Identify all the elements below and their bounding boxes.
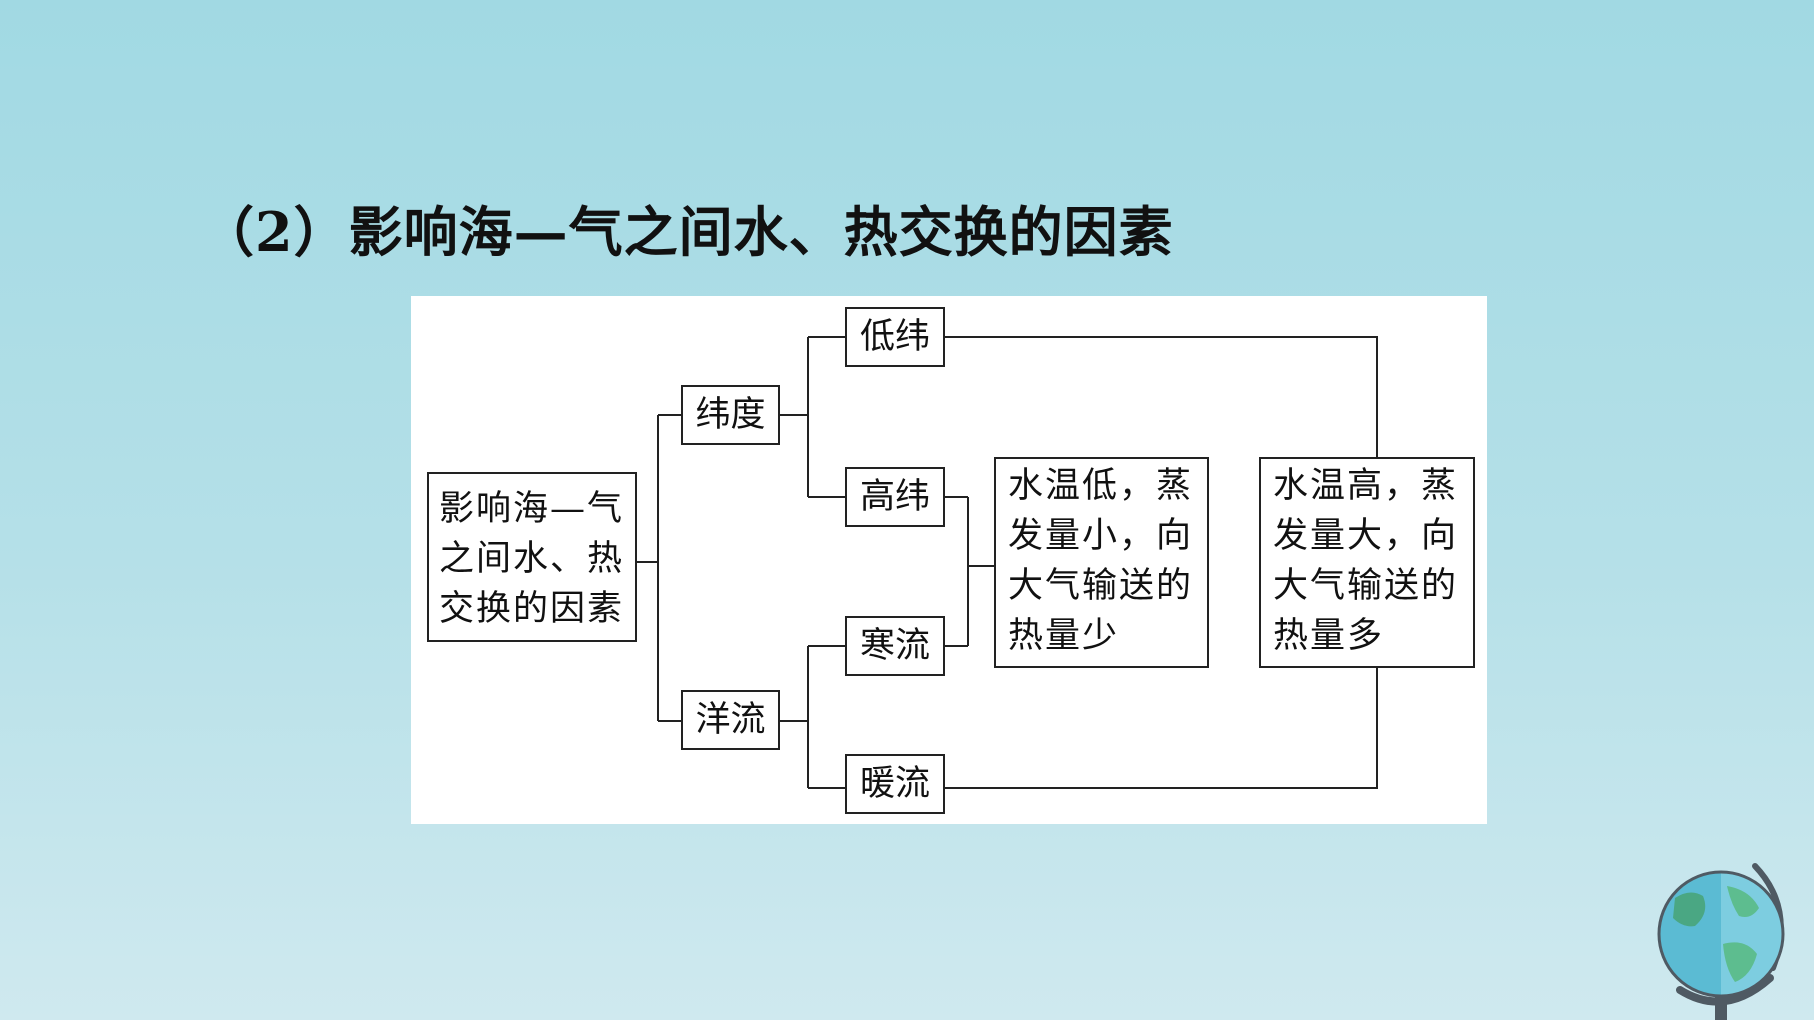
root-line-1: 影响海—气 [439,489,625,529]
result-low-box: 水温低，蒸 发量小，向 大气输送的 热量少 [994,457,1209,668]
connector-warm-to-result-high [943,668,1378,789]
result-high-line-2: 发量大，向 [1273,516,1459,556]
low-latitude-box: 低纬 [845,307,945,367]
result-high-box: 水温高，蒸 发量大，向 大气输送的 热量多 [1259,457,1475,668]
result-high-line-3: 大气输送的 [1273,566,1459,606]
root-line-3: 交换的因素 [439,589,625,629]
result-high-line-1: 水温高，蒸 [1273,466,1459,506]
root-factors-box: 影响海—气 之间水、热 交换的因素 [427,472,637,642]
latitude-box: 纬度 [681,385,780,445]
result-low-line-2: 发量小，向 [1008,516,1194,556]
result-low-line-1: 水温低，蒸 [1008,466,1194,506]
high-latitude-box: 高纬 [845,467,945,527]
result-low-line-3: 大气输送的 [1008,566,1194,606]
result-high-line-4: 热量多 [1273,616,1385,656]
warm-current-box: 暖流 [845,754,945,814]
connector-lines [637,336,1378,789]
page-title: （2）影响海—气之间水、热交换的因素 [200,200,1174,264]
cold-current-box: 寒流 [845,616,945,676]
connector-low-to-result-high [943,336,1378,458]
ocean-current-box: 洋流 [681,690,780,750]
result-low-line-4: 热量少 [1008,616,1120,656]
flow-diagram: 影响海—气 之间水、热 交换的因素 纬度 洋流 低纬 高纬 寒流 暖流 水温低，… [411,296,1487,824]
root-line-2: 之间水、热 [439,539,625,579]
globe-icon [1657,863,1785,1020]
